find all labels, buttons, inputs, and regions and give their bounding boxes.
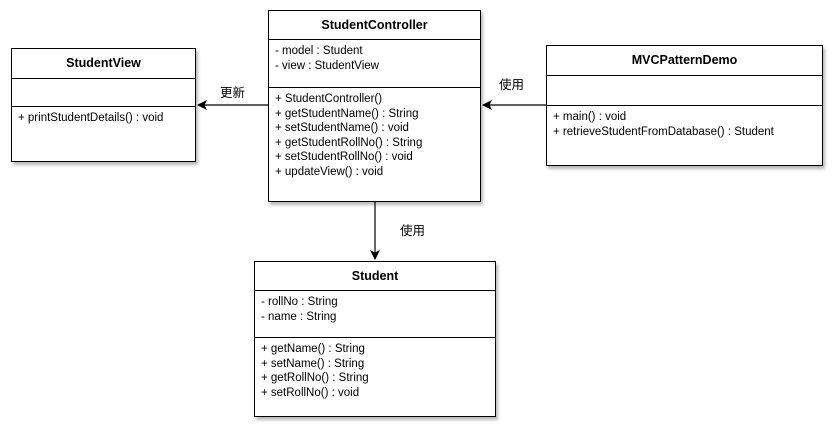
class-box-student[interactable]: Student - rollNo : String - name : Strin… xyxy=(254,261,496,417)
method: + getStudentRollNo() : String xyxy=(275,136,423,149)
edge-label-demo-use: 使用 xyxy=(499,77,525,92)
class-name: StudentController xyxy=(269,11,480,40)
class-name: Student xyxy=(255,262,495,291)
edge-label-student-use: 使用 xyxy=(400,223,426,238)
attributes-section xyxy=(547,76,822,106)
attributes-section: - rollNo : String - name : String xyxy=(255,291,495,338)
method: + getRollNo() : String xyxy=(261,372,369,384)
method: + getStudentName() : String xyxy=(275,107,419,120)
method: + retrieveStudentFromDatabase() : Studen… xyxy=(553,125,774,138)
class-name: MVCPatternDemo xyxy=(547,46,822,76)
method: + printStudentDetails() : void xyxy=(18,112,164,124)
method: + setRollNo() : void xyxy=(261,386,360,399)
method: + setName() : String xyxy=(261,357,365,370)
methods-section: + StudentController() + getStudentName()… xyxy=(269,88,480,183)
method: + setStudentRollNo() : void xyxy=(275,151,413,163)
attribute: - name : String xyxy=(261,310,337,323)
methods-section: + printStudentDetails() : void xyxy=(12,107,195,130)
class-name: StudentView xyxy=(12,49,195,79)
method: + updateView() : void xyxy=(275,165,384,178)
attributes-section: - model : Student - view : StudentView xyxy=(269,40,480,88)
method: + StudentController() xyxy=(275,93,383,105)
method: + main() : void xyxy=(553,111,627,123)
class-box-student-view[interactable]: StudentView + printStudentDetails() : vo… xyxy=(11,48,196,162)
edge-label-update: 更新 xyxy=(220,85,246,100)
methods-section: + main() : void + retrieveStudentFromDat… xyxy=(547,106,822,143)
attribute: - view : StudentView xyxy=(275,59,379,72)
class-box-student-controller[interactable]: StudentController - model : Student - vi… xyxy=(268,10,481,202)
class-box-mvc-pattern-demo[interactable]: MVCPatternDemo + main() : void + retriev… xyxy=(546,45,823,166)
methods-section: + getName() : String + setName() : Strin… xyxy=(255,338,495,404)
attributes-section xyxy=(12,79,195,107)
attribute: - model : Student xyxy=(275,45,363,57)
method: + setStudentName() : void xyxy=(275,122,409,134)
attribute: - rollNo : String xyxy=(261,296,338,308)
method: + getName() : String xyxy=(261,343,365,355)
